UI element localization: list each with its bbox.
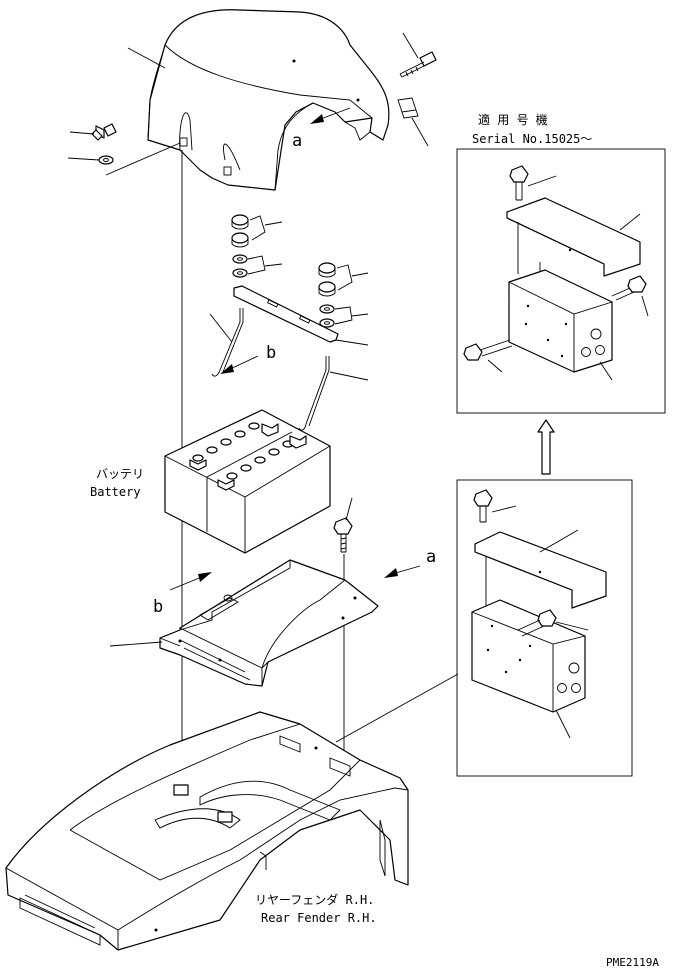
marker-a-lower: a [426,547,436,567]
battery [164,409,331,554]
bolt-top-right [399,32,437,78]
nuts-washers-left [231,214,283,278]
leader-line [335,673,459,743]
serial-label-jp: 適 用 号 機 [478,112,548,127]
washer-left [67,155,114,165]
j-bolt-right [298,356,369,431]
battery-label-jp: バッテリ [96,467,144,481]
up-arrow [537,419,555,475]
arrow-a-top [310,107,351,124]
marker-b-upper: b [266,343,276,363]
tray-bolt [333,497,353,553]
hold-down-bar [233,285,369,346]
battery-cover [147,9,390,191]
leader-line [127,47,166,69]
clip [397,97,429,147]
detail-frame-lower [456,479,633,777]
j-bolt-left [209,308,244,377]
rear-fender [5,711,409,951]
wing-nut [69,123,117,141]
detail-frame-upper [456,148,666,414]
drawing-code: PME2119A [606,956,659,969]
battery-label-en: Battery [90,485,141,499]
marker-a-top: a [292,131,302,151]
battery-tray [109,559,379,687]
leader-line [105,142,181,176]
detail-upper-parts [463,165,649,381]
fender-label-en: Rear Fender R.H. [261,911,377,925]
detail-lower-parts [471,489,607,739]
arrow-b-lower [169,572,212,591]
arrow-a-lower [384,565,421,578]
fender-label-jp: リヤーフェンダ R.H. [255,892,374,907]
marker-b-lower: b [153,597,163,617]
serial-label-en: Serial No.15025～ [472,132,592,146]
nuts-washers-right [318,262,369,328]
arrow-b-upper [220,355,259,374]
